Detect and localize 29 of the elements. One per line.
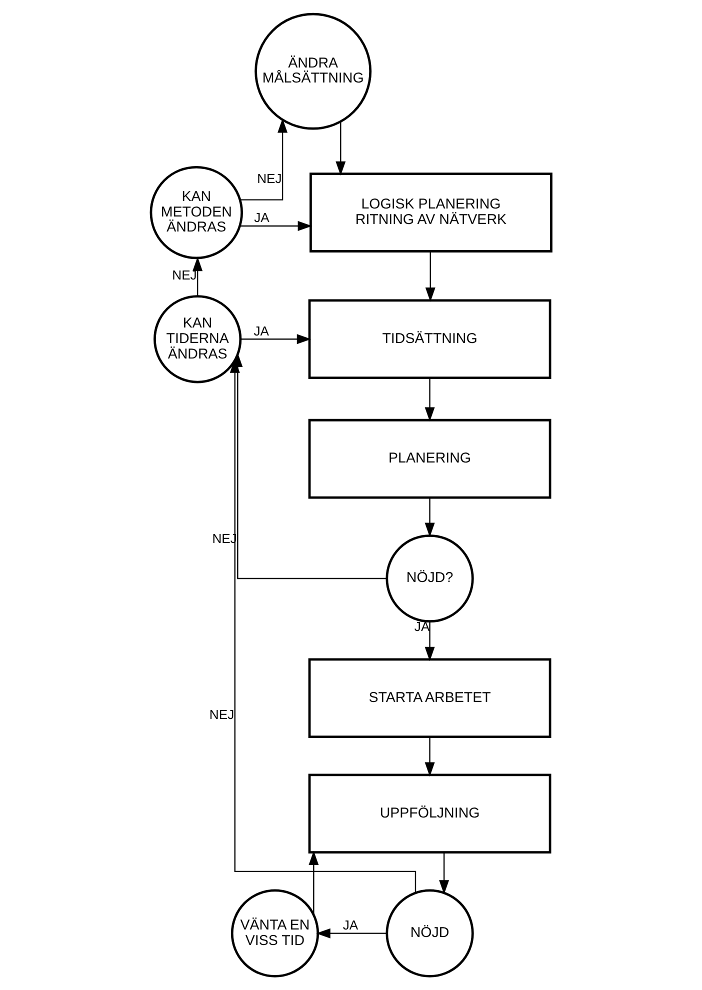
node-circle: KAN METODEN ÄNDRAS: [150, 166, 243, 260]
arrow: [424, 736, 435, 777]
node-box: UPPFÖLJNING: [308, 774, 552, 854]
node-box: STARTA ARBETET: [308, 658, 552, 738]
node-box: PLANERING: [308, 418, 552, 499]
node-circle: ÄNDRA MÅLSÄTTNING: [254, 12, 372, 130]
arrow: [336, 122, 346, 176]
arrow: [424, 498, 435, 538]
edge-label: NEJ: [172, 267, 197, 282]
node-circle: NÖJD?: [386, 534, 474, 623]
node-box: TIDSÄTTNING: [308, 299, 552, 380]
arrow: [424, 622, 435, 662]
arrow: [192, 256, 203, 296]
node-circle: NÖJD: [386, 889, 474, 978]
edge-label: JA: [342, 918, 358, 933]
arrow: [240, 334, 312, 344]
arrow: [425, 252, 436, 302]
arrow: [424, 378, 435, 422]
node-circle: VÄNTA EN VISS TID: [230, 889, 320, 978]
edge-label: JA: [254, 323, 269, 338]
arrow: [308, 850, 319, 915]
edge-label: JA: [254, 210, 270, 226]
arrow: [240, 118, 288, 200]
edge-label: NEJ: [209, 706, 234, 722]
edge-label: NEJ: [257, 171, 282, 186]
arrow: [439, 852, 450, 894]
arrow: [316, 928, 387, 938]
arrow: [240, 221, 312, 232]
node-box: LOGISK PLANERING RITNING AV NÄTVERK: [310, 172, 552, 252]
